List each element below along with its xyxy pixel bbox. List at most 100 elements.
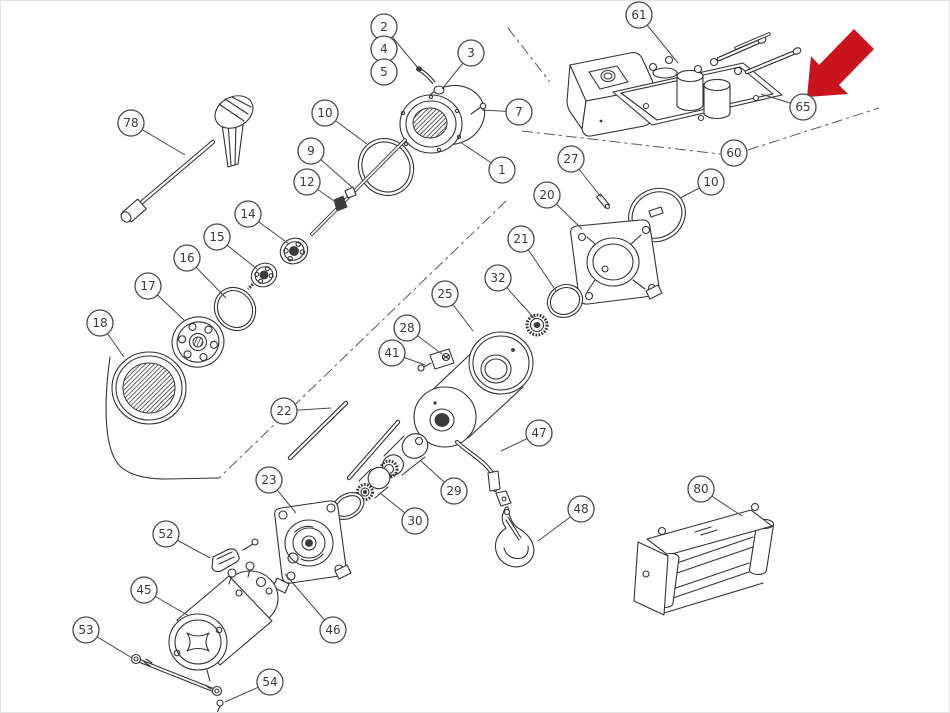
brake-plate-17 (171, 316, 225, 368)
svg-text:15: 15 (209, 230, 224, 244)
svg-text:28: 28 (399, 321, 414, 335)
callout-balloon-46[interactable]: 46 (319, 616, 347, 644)
callout-balloon-32[interactable]: 32 (484, 264, 512, 292)
callout-balloon-20[interactable]: 20 (533, 181, 561, 209)
svg-text:32: 32 (490, 271, 505, 285)
red-indicator-arrow (807, 29, 874, 97)
clutch-housing-assembly (399, 66, 487, 154)
roller-fairlead-80 (633, 502, 775, 616)
callout-balloon-78[interactable]: 78 (117, 109, 145, 137)
rope-ferrule (487, 470, 501, 492)
svg-text:41: 41 (384, 346, 399, 360)
callout-balloon-21[interactable]: 21 (507, 225, 535, 253)
svg-text:80: 80 (693, 482, 708, 496)
callout-balloon-7[interactable]: 7 (505, 98, 533, 126)
svg-text:16: 16 (179, 251, 194, 265)
oring-16 (213, 286, 257, 332)
svg-text:30: 30 (407, 514, 422, 528)
svg-text:29: 29 (446, 484, 461, 498)
phantom-lines (218, 27, 880, 479)
callout-balloon-2[interactable]: 2 (370, 13, 398, 41)
svg-text:65: 65 (795, 100, 810, 114)
assembly-boundary-line (105, 356, 220, 480)
callout-balloon-22[interactable]: 22 (270, 397, 298, 425)
ring-gear-18 (111, 351, 187, 425)
callout-balloon-14[interactable]: 14 (234, 200, 262, 228)
callout-balloon-3[interactable]: 3 (457, 39, 485, 67)
hook-safety-latch (505, 516, 522, 541)
callout-balloons: 2453711091214151617187861656027102021322… (72, 1, 817, 696)
svg-text:10: 10 (703, 175, 718, 189)
callout-balloon-1[interactable]: 1 (488, 156, 516, 184)
callout-balloon-45[interactable]: 45 (130, 576, 158, 604)
svg-text:54: 54 (262, 675, 277, 689)
drum-bracket-bolts (417, 348, 455, 372)
svg-text:61: 61 (631, 8, 646, 22)
clutch-coupling-29 (379, 433, 429, 479)
solenoid-pack (612, 32, 802, 126)
callout-balloon-17[interactable]: 17 (134, 272, 162, 300)
callout-balloon-4[interactable]: 4 (370, 35, 398, 63)
svg-text:18: 18 (92, 316, 107, 330)
callout-balloon-48[interactable]: 48 (567, 495, 595, 523)
callout-balloon-30[interactable]: 30 (401, 507, 429, 535)
brake-shaft (310, 138, 407, 236)
vent-fitting (433, 85, 445, 95)
flange-holes (400, 94, 462, 153)
callout-balloon-41[interactable]: 41 (378, 339, 406, 367)
svg-text:7: 7 (515, 105, 523, 119)
callout-balloon-65[interactable]: 65 (789, 93, 817, 121)
callout-balloon-80[interactable]: 80 (687, 475, 715, 503)
bolt-54 (216, 699, 224, 712)
svg-text:3: 3 (467, 46, 475, 60)
hook-48 (494, 506, 535, 568)
svg-text:4: 4 (380, 42, 388, 56)
winch-drum (413, 331, 534, 448)
phantom-line (218, 200, 507, 479)
callout-balloon-10[interactable]: 10 (697, 168, 725, 196)
callout-balloon-5[interactable]: 5 (370, 58, 398, 86)
oring-21 (546, 283, 584, 319)
svg-text:9: 9 (307, 144, 315, 158)
svg-text:14: 14 (240, 207, 255, 221)
callout-balloon-52[interactable]: 52 (152, 520, 180, 548)
tie-rod-22 (287, 400, 401, 481)
svg-text:45: 45 (136, 583, 151, 597)
callout-balloon-16[interactable]: 16 (173, 244, 201, 272)
svg-text:27: 27 (563, 152, 578, 166)
callout-balloon-12[interactable]: 12 (293, 168, 321, 196)
callout-balloon-15[interactable]: 15 (203, 223, 231, 251)
callout-balloon-60[interactable]: 60 (720, 139, 748, 167)
callout-balloon-10[interactable]: 10 (311, 99, 339, 127)
callout-balloon-47[interactable]: 47 (525, 419, 553, 447)
svg-text:12: 12 (299, 175, 314, 189)
callout-balloon-54[interactable]: 54 (256, 668, 284, 696)
svg-text:17: 17 (140, 279, 155, 293)
svg-text:21: 21 (513, 232, 528, 246)
callout-balloon-53[interactable]: 53 (72, 616, 100, 644)
svg-text:48: 48 (573, 502, 588, 516)
motor-terminals (227, 561, 273, 597)
svg-text:10: 10 (317, 106, 332, 120)
phantom-line (507, 27, 551, 83)
svg-text:2: 2 (380, 20, 388, 34)
gear-end-housing (561, 219, 663, 310)
callout-balloon-61[interactable]: 61 (625, 1, 653, 29)
motor-45 (168, 561, 279, 682)
callout-balloon-29[interactable]: 29 (440, 477, 468, 505)
svg-text:20: 20 (539, 188, 554, 202)
terminal-nuts (642, 55, 760, 122)
shaft-nut-12 (333, 195, 348, 212)
callout-balloon-28[interactable]: 28 (393, 314, 421, 342)
callout-balloon-23[interactable]: 23 (255, 466, 283, 494)
callout-balloon-27[interactable]: 27 (557, 145, 585, 173)
callout-balloon-18[interactable]: 18 (86, 309, 114, 337)
svg-text:23: 23 (261, 473, 276, 487)
callout-balloon-25[interactable]: 25 (431, 280, 459, 308)
housing-foot (334, 564, 352, 580)
svg-text:60: 60 (726, 146, 741, 160)
clutch-coupling-30 (356, 466, 391, 501)
plug-socket (600, 69, 616, 83)
callout-balloon-9[interactable]: 9 (297, 137, 325, 165)
